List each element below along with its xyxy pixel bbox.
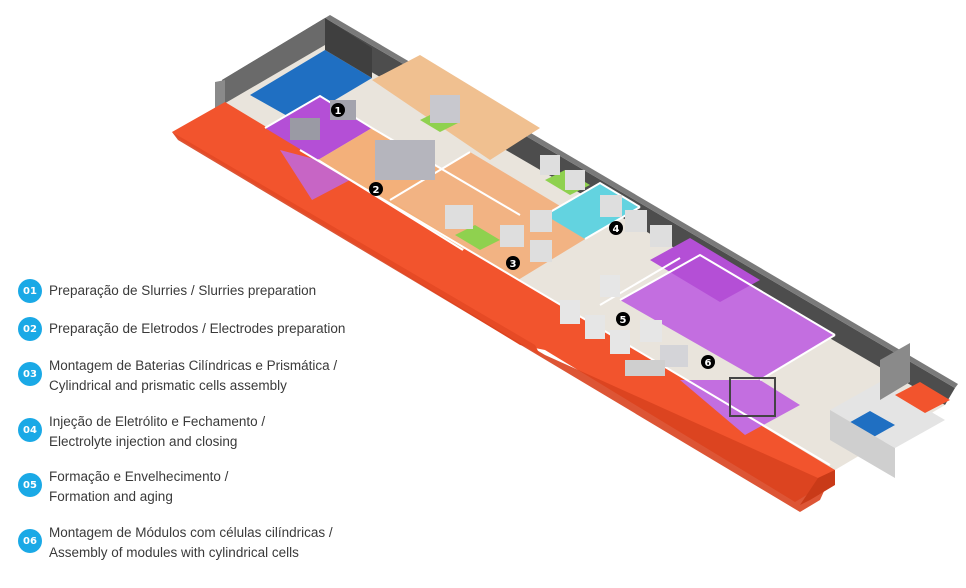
- marker-dot: [616, 312, 630, 326]
- station-marker-2: 2: [369, 182, 383, 196]
- machine: [540, 155, 560, 175]
- partition-lines: [264, 94, 836, 466]
- legend-item-05: 05 Formação e Envelhecimento / Formation…: [18, 467, 228, 507]
- slurry-zone-lower: [280, 150, 350, 200]
- legend-badge: 05: [18, 473, 42, 497]
- machine: [560, 300, 580, 324]
- machine: [640, 320, 662, 342]
- station-marker-6: 6: [701, 355, 715, 369]
- machine: [625, 360, 665, 376]
- station-marker-1: 1: [331, 103, 345, 117]
- legend-badge: 01: [18, 279, 42, 303]
- legend-badge: 02: [18, 317, 42, 341]
- marker-label: 5: [620, 315, 627, 326]
- marker-label: 1: [335, 106, 342, 117]
- marker-dot: [331, 103, 345, 117]
- marker-label: 6: [705, 358, 712, 369]
- green-strip: [455, 225, 500, 250]
- station-marker-4: 4: [609, 221, 623, 235]
- legend: 01 Preparação de Slurries / Slurries pre…: [0, 0, 420, 588]
- machine: [610, 330, 630, 354]
- legend-label-pt: Formação e Envelhecimento /: [49, 469, 229, 484]
- legend-item-06: 06 Montagem de Módulos com células cilín…: [18, 523, 333, 563]
- legend-label: Preparação de Eletrodos / Electrodes pre…: [49, 321, 346, 336]
- legend-item-01: 01 Preparação de Slurries / Slurries pre…: [18, 279, 316, 303]
- machine: [600, 275, 620, 297]
- legend-item-04: 04 Injeção de Eletrólito e Fechamento / …: [18, 412, 265, 452]
- marker-dot: [609, 221, 623, 235]
- machine: [565, 170, 585, 190]
- end-room-wall-front: [830, 410, 895, 478]
- machine: [290, 118, 320, 140]
- machine: [430, 95, 460, 123]
- end-room-orange: [895, 382, 950, 413]
- left-wall: [222, 18, 325, 108]
- marker-dot: [369, 182, 383, 196]
- front-corridor-end: [800, 470, 835, 505]
- machine: [650, 225, 672, 247]
- module-zone: [620, 255, 835, 380]
- marker-label: 3: [510, 259, 517, 270]
- marker-dot: [506, 256, 520, 270]
- legend-item-03: 03 Montagem de Baterias Cilíndricas e Pr…: [18, 356, 337, 396]
- machine: [530, 240, 552, 262]
- machine: [500, 225, 524, 247]
- legend-badge: 04: [18, 418, 42, 442]
- legend-label-en: Formation and aging: [49, 489, 173, 504]
- legend-badge: 03: [18, 362, 42, 386]
- legend-item-02: 02 Preparação de Eletrodos / Electrodes …: [18, 317, 345, 341]
- legend-label-pt: Injeção de Eletrólito e Fechamento /: [49, 414, 266, 429]
- legend-label-en: Assembly of modules with cylindrical cel…: [49, 545, 299, 560]
- legend-label-pt: Montagem de Baterias Cilíndricas e Prism…: [49, 358, 338, 373]
- front-corridor-shade: [172, 132, 835, 512]
- station-marker-3: 3: [506, 256, 520, 270]
- machine: [375, 140, 435, 180]
- equipment: [290, 95, 776, 417]
- machine: [530, 210, 552, 232]
- legend-label-pt: Montagem de Módulos com células cilíndri…: [49, 525, 333, 540]
- legend-label-en: Cylindrical and prismatic cells assembly: [49, 378, 287, 393]
- marker-label: 4: [613, 224, 620, 235]
- storage-room-floor: [250, 50, 372, 122]
- end-room-floor: [830, 382, 945, 448]
- legend-label-en: Electrolyte injection and closing: [49, 434, 238, 449]
- legend-label: Preparação de Slurries / Slurries prepar…: [49, 283, 317, 298]
- storage-room-wall: [325, 18, 372, 78]
- legend-badge: 06: [18, 529, 42, 553]
- station-markers: 1 2 3 4 5 6: [331, 103, 715, 369]
- machine: [625, 210, 647, 232]
- machine: [600, 195, 622, 217]
- marker-dot: [701, 355, 715, 369]
- machine: [660, 345, 688, 367]
- module-zone-back: [650, 238, 760, 302]
- front-corridor: [172, 102, 835, 502]
- station-marker-5: 5: [616, 312, 630, 326]
- machine: [585, 315, 605, 339]
- glass-enclosure: [729, 377, 776, 417]
- machine: [445, 205, 473, 229]
- front-corridor-lower: [172, 132, 540, 355]
- end-room-wall: [880, 343, 910, 400]
- marker-label: 2: [373, 185, 380, 196]
